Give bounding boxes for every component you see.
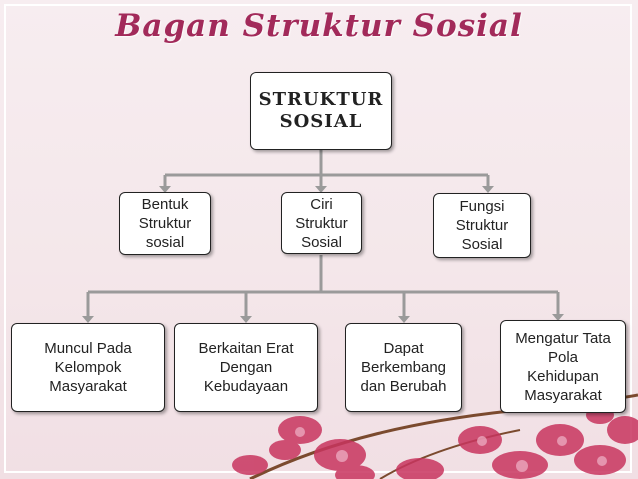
diagram-title: Bagan Struktur Sosial [115,8,523,44]
box-bentuk-struktur-sosial: Bentuk Struktur sosial [119,192,211,255]
box-ciri-struktur-sosial: Ciri Struktur Sosial [281,192,362,254]
box-mengatur-tata-pola-kehidupan-masyarakat: Mengatur Tata Pola Kehidupan Masyarakat [500,320,626,413]
box-fungsi-struktur-sosial: Fungsi Struktur Sosial [433,193,531,258]
slide-frame [4,4,632,473]
box-muncul-pada-kelompok-masyarakat: Muncul Pada Kelompok Masyarakat [11,323,165,412]
box-dapat-berkembang-dan-berubah: Dapat Berkembang dan Berubah [345,323,462,412]
root-box: STRUKTUR SOSIAL [250,72,392,150]
box-berkaitan-erat-dengan-kebudayaan: Berkaitan Erat Dengan Kebudayaan [174,323,318,412]
